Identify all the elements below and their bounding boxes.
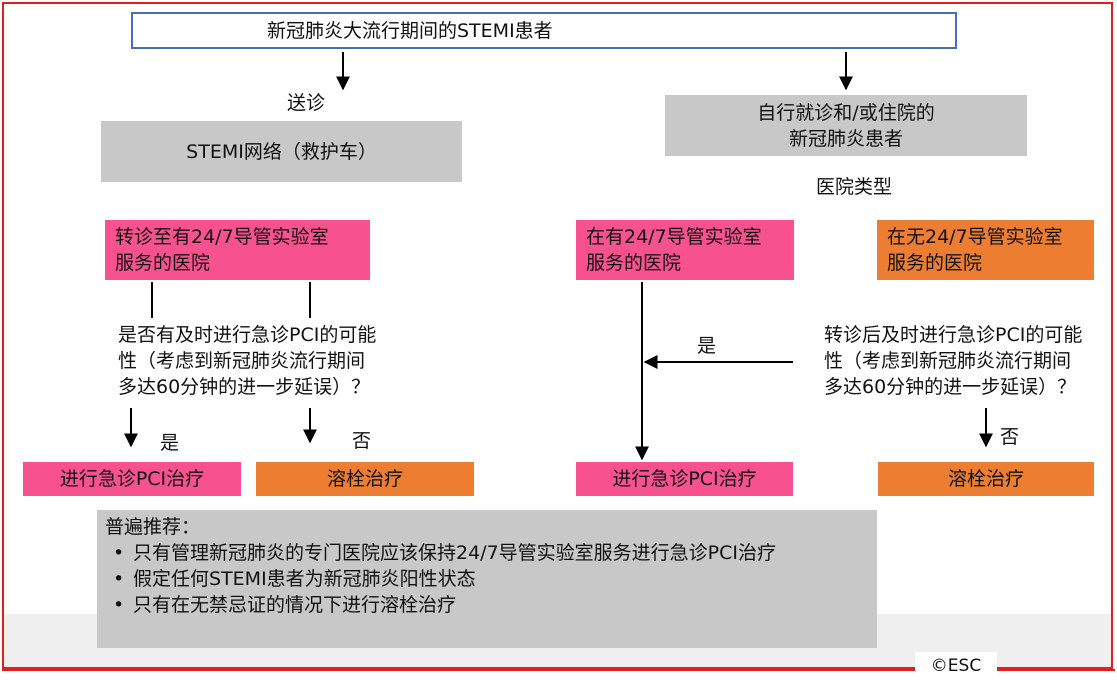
- right-pci-text: 进行急诊PCI治疗: [612, 468, 757, 490]
- left-pci-text: 进行急诊PCI治疗: [59, 468, 205, 490]
- footer-rule: [2, 669, 1115, 671]
- self-presented-box: 自行就诊和/或住院的 新冠肺炎患者: [665, 95, 1027, 156]
- slide-border: [2, 2, 1113, 669]
- title-box: 新冠肺炎大流行期间的STEMI患者: [131, 12, 957, 49]
- left-yes-label: 是: [160, 432, 180, 454]
- right-lysis-text: 溶栓治疗: [947, 468, 1024, 490]
- copyright-label: ©ESC: [915, 652, 997, 680]
- recommendation-item: 只有在无禁忌证的情况下进行溶栓治疗: [105, 592, 869, 618]
- right-no-label: 否: [1000, 426, 1020, 448]
- self-presented-text: 自行就诊和/或住院的 新冠肺炎患者: [757, 101, 935, 150]
- without-lab-box: 在无24/7导管实验室 服务的医院: [877, 220, 1094, 280]
- left-lysis-text: 溶栓治疗: [326, 468, 403, 490]
- recommendations-box: 普遍推荐： 只有管理新冠肺炎的专门医院应该保持24/7导管实验室服务进行急诊PC…: [97, 510, 877, 648]
- left-lysis-box: 溶栓治疗: [256, 462, 474, 496]
- with-lab-box: 在有24/7导管实验室 服务的医院: [576, 220, 794, 280]
- stemi-network-box: STEMI网络（救护车）: [101, 121, 462, 182]
- left-question: 是否有及时进行急诊PCI的可能 性（考虑到新冠肺炎流行期间 多达60分钟的进一步…: [118, 324, 377, 398]
- recommendation-item: 只有管理新冠肺炎的专门医院应该保持24/7导管实验室服务进行急诊PCI治疗: [105, 540, 869, 566]
- left-pci-box: 进行急诊PCI治疗: [23, 462, 241, 496]
- left-no-label: 否: [352, 430, 372, 452]
- send-label: 送诊: [287, 92, 326, 114]
- hospital-type-label: 医院类型: [816, 176, 893, 198]
- right-question: 转诊后及时进行急诊PCI的可能 性（考虑到新冠肺炎流行期间 多达60分钟的进一步…: [824, 324, 1083, 398]
- title-text: 新冠肺炎大流行期间的STEMI患者: [267, 19, 553, 42]
- recommendations-heading: 普遍推荐：: [105, 516, 201, 538]
- referral-box: 转诊至有24/7导管实验室 服务的医院: [105, 220, 370, 280]
- right-yes-label: 是: [697, 335, 717, 357]
- stemi-network-text: STEMI网络（救护车）: [186, 140, 377, 163]
- right-lysis-box: 溶栓治疗: [878, 462, 1094, 496]
- recommendation-item: 假定任何STEMI患者为新冠肺炎阳性状态: [105, 566, 869, 592]
- right-pci-box: 进行急诊PCI治疗: [576, 462, 793, 496]
- recommendations-list: 只有管理新冠肺炎的专门医院应该保持24/7导管实验室服务进行急诊PCI治疗 假定…: [105, 540, 869, 618]
